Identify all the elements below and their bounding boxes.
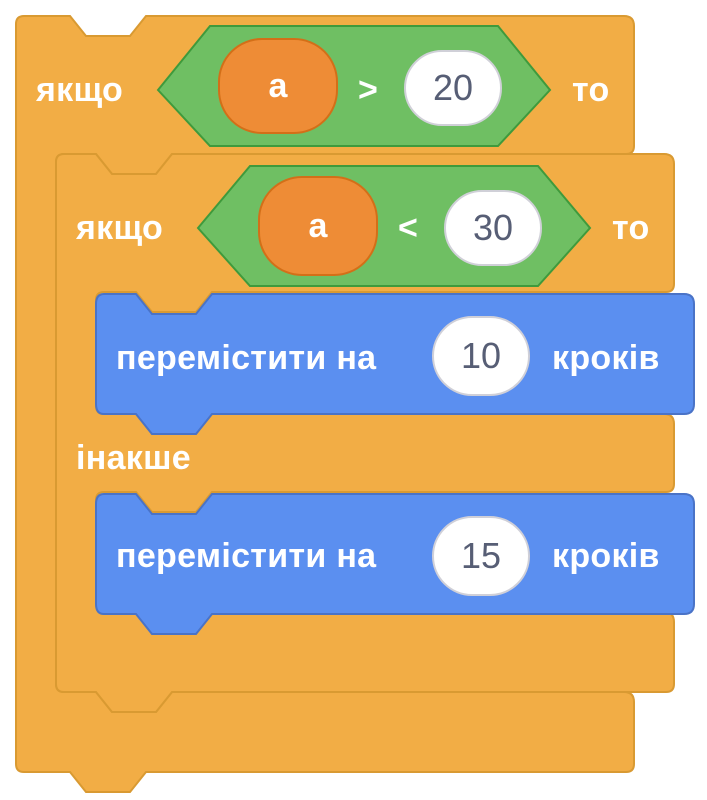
move-block-else[interactable] <box>95 493 695 635</box>
move-then-steps-input[interactable]: 10 <box>432 316 530 396</box>
move-else-steps-input[interactable]: 15 <box>432 516 530 596</box>
outer-operator: > <box>358 71 378 109</box>
inner-operator: < <box>398 209 418 247</box>
else-keyword: інакше <box>76 439 191 477</box>
inner-if-keyword: якщо <box>76 209 164 247</box>
move-else-suffix: кроків <box>552 537 660 575</box>
move-else-prefix: перемістити на <box>116 537 377 575</box>
inner-then-word: то <box>612 209 650 247</box>
outer-then-word: то <box>572 71 610 109</box>
inner-value-input[interactable]: 30 <box>444 190 542 266</box>
move-then-suffix: кроків <box>552 339 660 377</box>
inner-if-else-block[interactable] <box>55 153 675 713</box>
move-then-prefix: перемістити на <box>116 339 377 377</box>
outer-value-input[interactable]: 20 <box>404 50 502 126</box>
outer-variable-reporter[interactable]: a <box>218 38 338 134</box>
move-block-then[interactable] <box>95 293 695 435</box>
inner-variable-reporter[interactable]: a <box>258 176 378 276</box>
outer-if-keyword: якщо <box>36 71 124 109</box>
